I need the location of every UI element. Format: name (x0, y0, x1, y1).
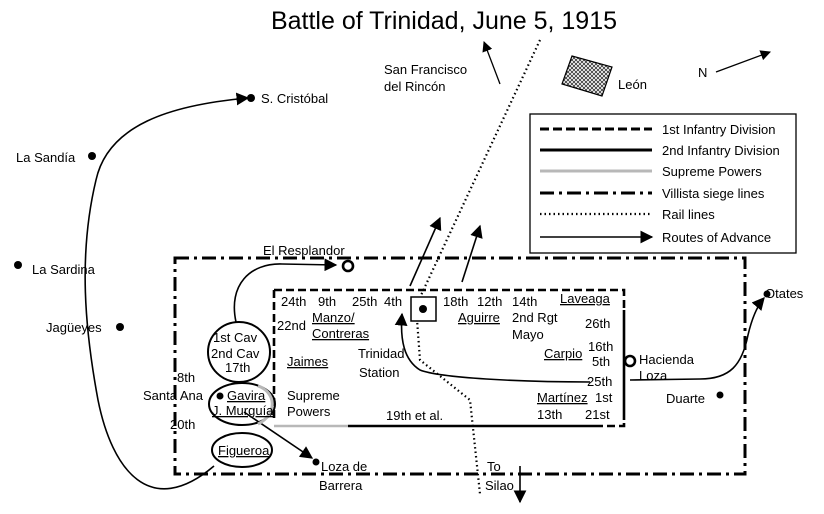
rail-line (414, 39, 541, 495)
trinidad-station-box (410, 296, 437, 322)
trinidad-station-label-2: Station (359, 365, 399, 380)
legend-label-rail: Rail lines (662, 207, 715, 222)
second-infantry-division-line (348, 310, 626, 428)
place-barrera: Barrera (319, 478, 363, 493)
first-infantry-division-line-right (595, 420, 626, 428)
arrow-to-san-francisco (482, 41, 501, 85)
route-north-1 (409, 216, 442, 287)
duarte-marker (716, 391, 724, 399)
unit-14th: 14th (512, 294, 537, 309)
unit-19th: 19th et al. (386, 408, 443, 423)
unit-gavira: Gavira (227, 388, 266, 403)
place-loza-de: Loza de (321, 459, 367, 474)
north-arrow-icon (715, 50, 771, 73)
route-cristobal (84, 92, 250, 490)
unit-manzo: Manzo/ (312, 310, 355, 325)
place-jagueyes: Jagüeyes (46, 320, 102, 335)
place-silao: Silao (485, 478, 514, 493)
villista-siege-lines (173, 256, 747, 476)
unit-powers: Powers (287, 404, 331, 419)
legend-label-routes: Routes of Advance (662, 230, 771, 245)
cavalry-ellipse (207, 321, 271, 383)
legend-label-villista: Villista siege lines (662, 186, 765, 201)
unit-martinez: Martínez (537, 390, 588, 405)
legend-box (529, 113, 797, 254)
el-resplandor-marker (341, 259, 355, 273)
gavira-murguia-ellipse (208, 382, 276, 426)
unit-2nd-rgt: 2nd Rgt (512, 310, 558, 325)
place-san-francisco-2: del Rincón (384, 79, 445, 94)
legend-label-1st-infantry: 1st Infantry Division (662, 122, 775, 137)
legend-label-2nd-infantry: 2nd Infantry Division (662, 143, 780, 158)
place-loza: Loza (639, 368, 668, 383)
place-la-sardina: La Sardina (32, 262, 96, 277)
s-cristobal-marker (247, 94, 255, 102)
hacienda-loza-marker (623, 354, 637, 368)
place-la-sandia: La Sandía (16, 150, 76, 165)
place-san-francisco: San Francisco (384, 62, 467, 77)
unit-16th: 16th (588, 339, 613, 354)
unit-laveaga: Laveaga (560, 291, 611, 306)
unit-25th-top: 25th (352, 294, 377, 309)
unit-jaimes: Jaimes (287, 354, 329, 369)
unit-26th: 26th (585, 316, 610, 331)
unit-mayo: Mayo (512, 327, 544, 342)
unit-12th: 12th (477, 294, 502, 309)
unit-22nd: 22nd (277, 318, 306, 333)
unit-murguia: J. Murguía (212, 403, 274, 418)
trinidad-station-marker (419, 305, 427, 313)
leon-town-icon (561, 55, 613, 97)
unit-20th: 20th (170, 417, 195, 432)
unit-18th: 18th (443, 294, 468, 309)
figueroa-ellipse (211, 432, 273, 468)
la-sandia-marker (88, 152, 96, 160)
unit-13th: 13th (537, 407, 562, 422)
map-title: Battle of Trinidad, June 5, 1915 (271, 7, 617, 35)
legend-label-supreme-powers: Supreme Powers (662, 164, 762, 179)
place-santa-ana: Santa Ana (143, 388, 204, 403)
unit-1st: 1st (595, 390, 613, 405)
loza-barrera-marker (312, 458, 320, 466)
place-el-resplandor: El Resplandor (263, 243, 345, 258)
route-otates (629, 297, 765, 381)
unit-9th: 9th (318, 294, 336, 309)
unit-5th: 5th (592, 354, 610, 369)
legend: 1st Infantry Division 2nd Infantry Divis… (529, 113, 797, 254)
unit-2nd-cav: 2nd Cav (211, 346, 260, 361)
trinidad-station-label: Trinidad (358, 346, 404, 361)
north-label: N (698, 65, 707, 80)
unit-aguirre: Aguirre (458, 310, 500, 325)
unit-4th: 4th (384, 294, 402, 309)
unit-carpio: Carpio (544, 346, 582, 361)
place-leon: León (618, 77, 647, 92)
unit-1st-cav: 1st Cav (213, 330, 258, 345)
gavira-murguia-gray-arc (257, 384, 274, 426)
unit-21st: 21st (585, 407, 610, 422)
place-s-cristobal: S. Cristóbal (261, 91, 328, 106)
santa-ana-marker (216, 392, 224, 400)
otates-marker (763, 290, 771, 298)
route-carpio (394, 312, 591, 383)
unit-25th-right: 25th (587, 374, 612, 389)
route-el-resplandor (233, 258, 338, 323)
unit-17th: 17th (225, 360, 250, 375)
place-hacienda: Hacienda (639, 352, 695, 367)
route-loza-barrera (243, 411, 314, 459)
place-otates: Otates (765, 286, 804, 301)
place-duarte: Duarte (666, 391, 705, 406)
unit-24th: 24th (281, 294, 306, 309)
route-north-2 (461, 224, 483, 283)
place-to: To (487, 459, 501, 474)
unit-supreme: Supreme (287, 388, 340, 403)
unit-figueroa: Figueroa (218, 443, 270, 458)
la-sardina-marker (14, 261, 22, 269)
unit-8th: 8th (177, 370, 195, 385)
unit-contreras: Contreras (312, 326, 370, 341)
jagueyes-marker (116, 323, 124, 331)
